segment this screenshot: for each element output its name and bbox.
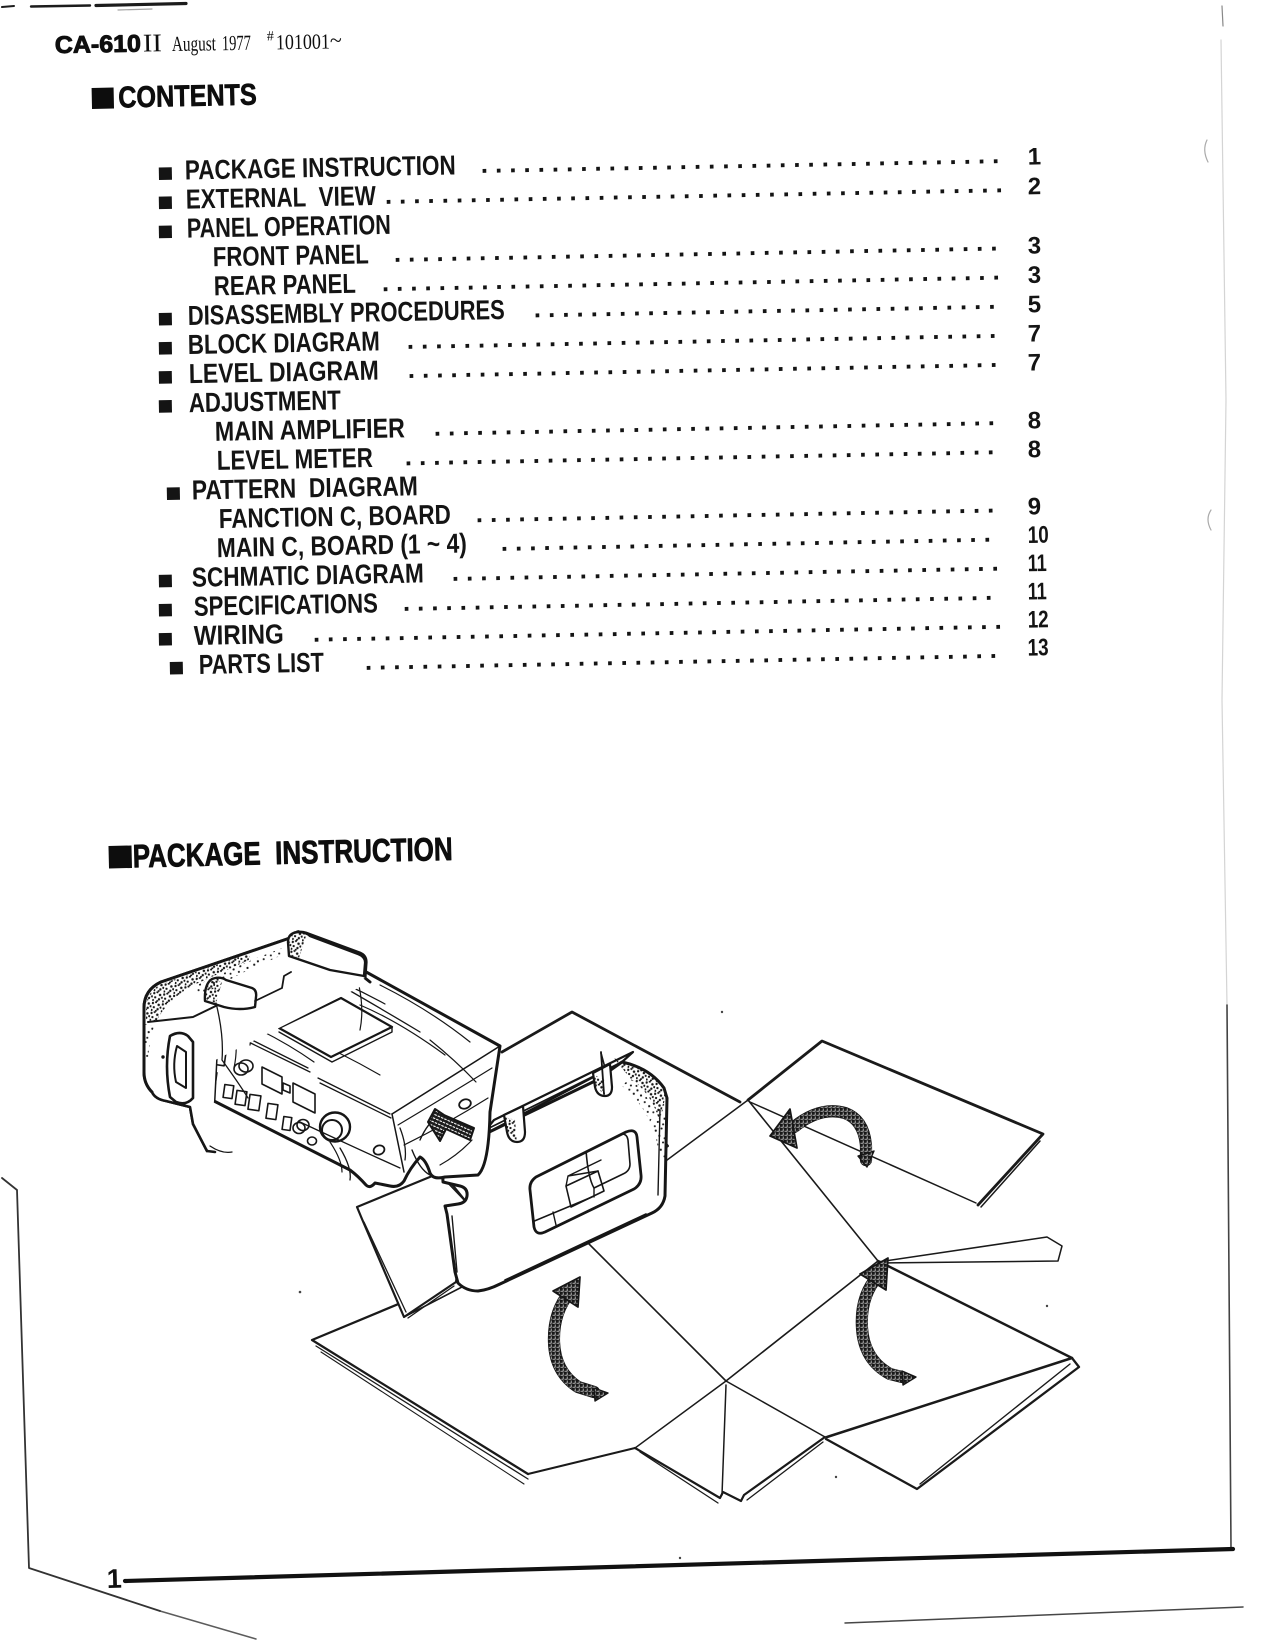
svg-text:5: 5	[1028, 291, 1042, 318]
svg-text:EXTERNAL VIEW: EXTERNAL VIEW	[186, 180, 377, 215]
svg-text:MAIN AMPLIFIER: MAIN AMPLIFIER	[215, 412, 406, 447]
svg-text:SPECIFICATIONS: SPECIFICATIONS	[194, 587, 379, 621]
svg-text:3: 3	[1028, 232, 1042, 259]
svg-text:8: 8	[1028, 436, 1042, 463]
svg-text:11: 11	[1027, 550, 1047, 577]
svg-text:12: 12	[1027, 606, 1049, 633]
svg-text:DISASSEMBLY PROCEDURES: DISASSEMBLY PROCEDURES	[188, 294, 506, 331]
svg-text:FRONT PANEL: FRONT PANEL	[213, 238, 370, 272]
svg-text:PACKAGE INSTRUCTION: PACKAGE INSTRUCTION	[185, 149, 457, 185]
svg-text:LEVEL METER: LEVEL METER	[217, 442, 374, 476]
svg-text:SCHMATIC DIAGRAM: SCHMATIC DIAGRAM	[192, 557, 425, 592]
svg-text:REAR PANEL: REAR PANEL	[214, 268, 357, 302]
svg-text:8: 8	[1028, 407, 1042, 434]
svg-text:FANCTION C, BOARD: FANCTION C, BOARD	[219, 499, 452, 534]
svg-text:1977: 1977	[222, 31, 252, 55]
svg-text:August: August	[172, 31, 216, 56]
svg-text:~: ~	[330, 27, 342, 52]
svg-text:LEVEL DIAGRAM: LEVEL DIAGRAM	[189, 355, 380, 390]
svg-text:9: 9	[1027, 493, 1041, 520]
svg-text:7: 7	[1028, 320, 1042, 347]
svg-text:3: 3	[1028, 262, 1042, 289]
svg-text:11: 11	[1027, 578, 1047, 605]
svg-text:II: II	[143, 28, 162, 57]
svg-text:1: 1	[106, 1564, 122, 1594]
svg-text:#: #	[267, 29, 274, 44]
svg-text:13: 13	[1027, 634, 1049, 661]
svg-text:2: 2	[1027, 173, 1041, 200]
svg-text:PACKAGE INSTRUCTION: PACKAGE INSTRUCTION	[132, 831, 453, 875]
svg-text:PARTS LIST: PARTS LIST	[199, 647, 325, 680]
svg-text:..............................: ........................................…	[384, 168, 1009, 210]
svg-text:10: 10	[1027, 522, 1049, 549]
svg-text:ADJUSTMENT: ADJUSTMENT	[189, 384, 342, 418]
svg-text:WIRING: WIRING	[194, 618, 285, 651]
svg-text:PATTERN DIAGRAM: PATTERN DIAGRAM	[192, 470, 419, 505]
svg-text:CA-610: CA-610	[55, 31, 141, 59]
svg-text:7: 7	[1028, 349, 1042, 376]
svg-text:BLOCK DIAGRAM: BLOCK DIAGRAM	[188, 325, 381, 360]
svg-text:PANEL OPERATION: PANEL OPERATION	[187, 209, 392, 244]
svg-text:CONTENTS: CONTENTS	[118, 79, 257, 115]
svg-text:101001: 101001	[276, 29, 330, 54]
svg-text:MAIN C, BOARD (1 ~ 4): MAIN C, BOARD (1 ~ 4)	[217, 527, 468, 563]
svg-text:1: 1	[1027, 143, 1041, 170]
